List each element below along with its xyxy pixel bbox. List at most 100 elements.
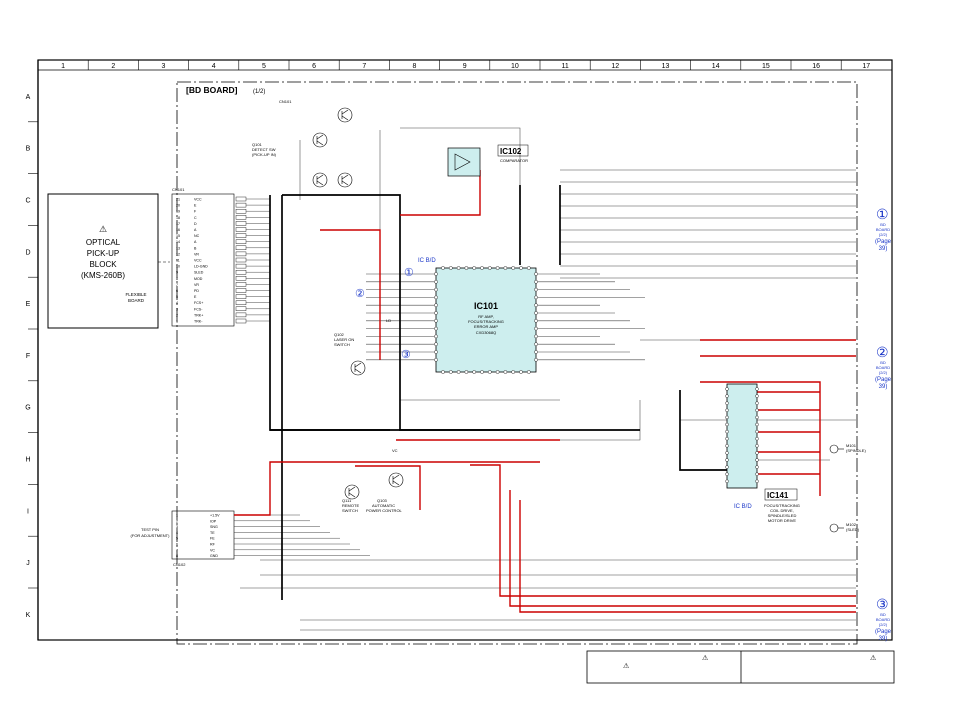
- column-header-9: 9: [463, 63, 467, 70]
- pickup-pin-signal: SLED: [194, 271, 204, 275]
- ic101-pin: [456, 266, 461, 270]
- ic141-name: IC141: [767, 491, 789, 500]
- ground-trace: [679, 390, 727, 471]
- ic141-pin: [755, 387, 759, 391]
- q103-ref: Q103: [377, 498, 388, 503]
- test-pin-signal: FE: [210, 537, 215, 541]
- test-pin-num: 3: [176, 525, 178, 529]
- ic101-pin: [534, 342, 538, 347]
- power-trace-red: [700, 381, 821, 496]
- ic101-pin: [503, 370, 508, 374]
- ic101-pin: [519, 266, 523, 270]
- pickup-pin-num: 12: [176, 252, 180, 256]
- pickup-pin-num: 7: [176, 283, 178, 287]
- note-1-warning-icon: ⚠: [702, 654, 708, 662]
- test-pin-signal: TE: [210, 531, 215, 535]
- pickup-pin-signal: MOD: [194, 277, 203, 281]
- pickup-line-3: BLOCK: [89, 260, 117, 269]
- pickup-pin-signal: D: [194, 222, 197, 226]
- ic101-desc-3: ERROR AMP: [474, 324, 498, 329]
- pickup-pin-signal: C: [194, 216, 197, 220]
- pickup-pin-num: 3: [176, 307, 178, 311]
- transistor-labels: Q101 DETECT SW (PICK-UP IN) Q102 LASER O…: [252, 142, 403, 513]
- pickup-pin-signal: B: [194, 246, 197, 250]
- connector-cn101: [171, 193, 235, 327]
- ic101-pin: [464, 370, 469, 374]
- note-1-warning-icon-2: ⚠: [623, 662, 629, 670]
- column-header-13: 13: [662, 63, 670, 70]
- pickup-pin-pad: [235, 282, 247, 287]
- ic141-pin: [755, 394, 759, 398]
- column-header-17: 17: [862, 63, 870, 70]
- ic141-pin: [725, 387, 729, 391]
- row-header-D: D: [25, 249, 30, 256]
- ic101-pin: [434, 334, 438, 339]
- right-ref-3-l1: BD: [880, 612, 886, 617]
- red-traces: [234, 170, 856, 613]
- pickup-pin-num: 17: [176, 222, 180, 226]
- pickup-pin-pad: [235, 221, 247, 226]
- pickup-pin-num: 6: [176, 289, 178, 293]
- test-pin-label-2: (FOR ADJUSTMENT): [131, 533, 171, 538]
- ic141-pin: [725, 429, 729, 434]
- ic102-name: IC102: [500, 147, 522, 156]
- pickup-pin-signal: VR: [194, 283, 199, 287]
- pickup-pin-pad: [235, 227, 247, 232]
- q111-desc-2: SWITCH: [342, 508, 358, 513]
- column-header-14: 14: [712, 63, 720, 70]
- top-trace: [400, 127, 521, 200]
- transistor-collector: [316, 174, 324, 180]
- pickup-pin-signal: VCC: [194, 259, 202, 263]
- transistor-emitter: [341, 115, 349, 121]
- test-pin-num: 8: [176, 554, 178, 558]
- board-title: [BD BOARD]: [186, 85, 238, 95]
- pickup-pin-num: 8: [176, 277, 178, 281]
- board-outline: [176, 81, 858, 645]
- motor-m101-desc: (SPINDLE): [846, 448, 866, 453]
- motor-m102-desc: (SLED): [846, 527, 860, 532]
- pickup-pin-pad: [235, 312, 247, 318]
- ic101-pin: [441, 266, 445, 270]
- transistor-emitter: [316, 140, 324, 146]
- column-header-16: 16: [812, 63, 820, 70]
- right-ref-3: ③ BD BOARD (2/2) (Page 39): [875, 596, 892, 642]
- ic141-pin: [725, 437, 729, 441]
- row-header-H: H: [25, 457, 30, 464]
- test-pin-signal: SNG: [210, 525, 218, 529]
- pickup-pin-pad: [235, 263, 247, 269]
- bold-traces: [269, 185, 727, 600]
- ic101-pin: [534, 272, 538, 276]
- test-pin-num: 1: [176, 514, 178, 518]
- transistor-symbol: [312, 132, 328, 148]
- right-ref-2-l1: BD: [880, 360, 886, 365]
- pickup-pin-pad: [235, 257, 247, 263]
- pickup-pin-pad: [235, 318, 247, 324]
- pickup-pin-num: 21: [176, 198, 180, 202]
- ic101-pin: [519, 370, 523, 374]
- q102-desc-1: LASER ON: [334, 337, 354, 342]
- ic101-pin: [480, 370, 484, 374]
- transistor-symbol: [337, 172, 353, 188]
- pickup-pin-num: 20: [176, 204, 180, 208]
- pickup-pin-signal: E: [194, 204, 197, 208]
- ic141-pin: [725, 408, 729, 412]
- ic101-pin: [434, 295, 438, 300]
- ic141-block: IC141 FOCUS/TRACKING COIL DRIVE, SPINDLE…: [725, 383, 800, 523]
- pickup-pin-num: 10: [176, 265, 180, 269]
- ic101-pin: [441, 370, 445, 374]
- transistor-collector: [341, 174, 349, 180]
- pickup-pin-pad: [235, 196, 247, 202]
- pickup-pin-num: 9: [176, 271, 178, 275]
- right-ref-2: ② BD BOARD (2/2) (Page 39): [875, 344, 892, 390]
- row-header-C: C: [25, 198, 30, 205]
- ic141-pin: [755, 444, 759, 448]
- ic101-tag: IC B/D: [418, 258, 436, 264]
- transistor-symbol: [337, 107, 353, 123]
- q101-ref: Q101: [252, 142, 263, 147]
- thin-traces: [240, 127, 856, 631]
- transistor-emitter: [354, 368, 362, 374]
- misc-vc: VC: [392, 448, 398, 453]
- transistor-symbol: [350, 360, 366, 376]
